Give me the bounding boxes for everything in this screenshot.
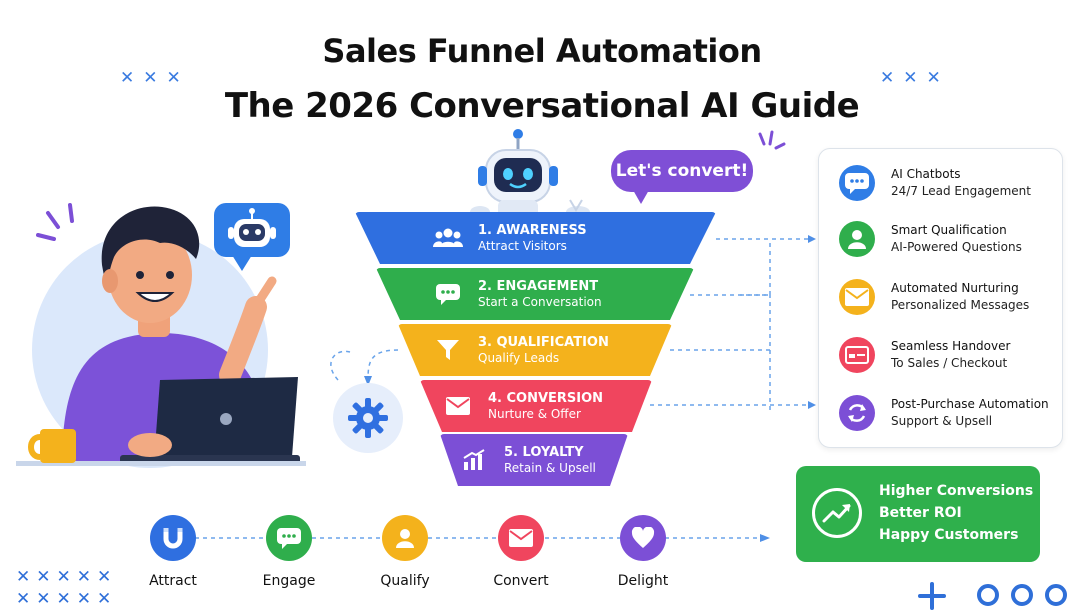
refresh-icon [839, 395, 875, 431]
mail-icon [839, 279, 875, 315]
flow-step-label: Engage [262, 573, 316, 589]
funnel-stage-title: 3. QUALIFICATION [478, 334, 609, 350]
feature-title: AI Chatbots [891, 167, 961, 181]
speech-bubble-text: Let's convert! [615, 161, 749, 181]
filter-icon [430, 332, 466, 368]
flow-step-label: Convert [493, 573, 549, 589]
funnel-stage-title: 1. AWARENESS [478, 222, 587, 238]
chart-icon [456, 442, 492, 478]
feature-title: Seamless Handover [891, 339, 1011, 353]
flow-step-label: Attract [149, 573, 197, 589]
funnel-stage-subtitle: Attract Visitors [478, 238, 567, 253]
growth-chart-icon [812, 488, 862, 538]
gear-icon [348, 398, 388, 438]
page-title-line-1: Sales Funnel Automation [322, 32, 762, 70]
result-line: Happy Customers [879, 527, 1019, 543]
lets-convert-speech-bubble: Let's convert! [611, 150, 753, 204]
feature-title: Post-Purchase Automation [891, 397, 1049, 411]
decor-x-marks-top-right: ✕✕✕ [880, 68, 950, 88]
funnel-stage-subtitle: Retain & Upsell [504, 460, 596, 475]
chat-icon [839, 165, 875, 201]
mail-icon [440, 388, 476, 424]
page-title-line-2: The 2026 Conversational AI Guide [224, 86, 860, 126]
funnel-stage-subtitle: Qualify Leads [478, 350, 560, 365]
feature-subtitle: AI-Powered Questions [891, 240, 1022, 254]
funnel-stage-title: 4. CONVERSION [488, 390, 604, 406]
decor-x-marks-top-left: ✕✕✕ [120, 68, 190, 88]
feature-subtitle: To Sales / Checkout [891, 356, 1008, 370]
robot-chat-bubble [214, 203, 290, 271]
feature-title: Automated Nurturing [891, 281, 1019, 295]
funnel-stage-title: 2. ENGAGEMENT [478, 278, 599, 294]
feature-title: Smart Qualification [891, 223, 1007, 237]
flow-step-label: Delight [617, 573, 669, 589]
funnel-stage-subtitle: Nurture & Offer [488, 406, 581, 421]
flow-step-label: Qualify [380, 573, 430, 589]
card-icon [839, 337, 875, 373]
flow-step-chat-icon [266, 515, 312, 561]
feature-item: Seamless Handover To Sales / Checkout [839, 337, 1010, 373]
flow-step-person-icon [382, 515, 428, 561]
users-icon [430, 220, 466, 256]
result-line: Better ROI [879, 505, 962, 521]
person-icon [839, 221, 875, 257]
robot-face-icon [228, 208, 276, 247]
funnel-stage-subtitle: Start a Conversation [478, 294, 602, 309]
person-with-laptop-illustration [16, 203, 306, 468]
automation-gear-badge [333, 383, 403, 453]
flow-step-magnet-icon [150, 515, 196, 561]
result-line: Higher Conversions [879, 483, 1034, 499]
results-card: Higher Conversions Better ROI Happy Cust… [796, 466, 1040, 562]
flow-step-heart-icon [620, 515, 666, 561]
decor-plus-circles [918, 582, 1067, 610]
chat-icon [430, 276, 466, 312]
decor-x-marks-bottom-left: ✕✕✕✕✕✕✕✕✕✕ [16, 567, 118, 609]
spark-lines-decor [758, 130, 786, 150]
feature-subtitle: 24/7 Lead Engagement [891, 184, 1031, 198]
funnel-stage-title: 5. LOYALTY [504, 444, 584, 460]
flow-step-mail-icon [498, 515, 544, 561]
feature-item: AI Chatbots 24/7 Lead Engagement [839, 165, 1031, 201]
feature-subtitle: Support & Upsell [891, 414, 993, 428]
feature-subtitle: Personalized Messages [891, 298, 1030, 312]
